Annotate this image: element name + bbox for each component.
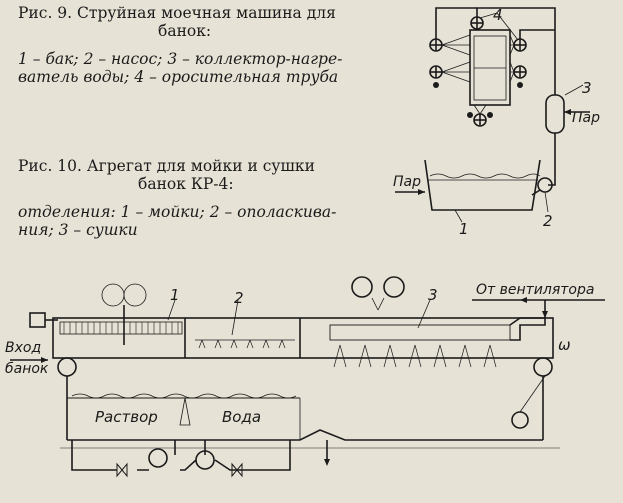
fig9-label-3: 3 — [582, 79, 592, 97]
fig9-washing-machine-diagram: 4 3 Пар Пар 1 2 — [393, 6, 600, 238]
fig10-label-3: 3 — [428, 286, 438, 304]
fig9-label-steam-right: Пар — [572, 110, 600, 126]
fig9-label-4: 4 — [493, 6, 503, 24]
fig9-label-steam-left: Пар — [393, 174, 421, 190]
fig9-legend-line1: 1 – бак; 2 – насос; 3 – коллектор-нагре- — [18, 50, 343, 68]
fig10-label-inlet-line2: банок — [5, 361, 49, 377]
fig10-label-water: Вода — [222, 408, 261, 426]
fig9-caption-line1: Рис. 9. Струйная моечная машина для — [18, 4, 336, 22]
fig9-label-1: 1 — [459, 220, 469, 238]
fig10-label-from-fan: От вентилятора — [476, 282, 594, 298]
fig10-caption-line1: Рис. 10. Агрегат для мойки и сушки — [18, 157, 315, 175]
fig9-label-2: 2 — [543, 212, 553, 230]
fig10-label-1: 1 — [170, 286, 180, 304]
fig10-label-inlet-line1: Вход — [5, 340, 41, 356]
fig10-label-omega: ω — [558, 336, 571, 354]
fig9-caption-line2: банок: — [158, 22, 212, 40]
fig9-legend-line2: ватель воды; 4 – оросительная труба — [18, 68, 339, 86]
fig10-washing-drying-unit-diagram: 1 2 3 От вентилятора Вход банок Раствор … — [5, 276, 605, 478]
fig10-label-2: 2 — [234, 289, 244, 307]
fig10-label-solution: Раствор — [95, 408, 158, 426]
fig10-legend-line2: ния; 3 – сушки — [18, 221, 138, 239]
fig10-caption-line2: банок КР-4: — [138, 175, 234, 193]
fig10-legend-line1: отделения: 1 – мойки; 2 – ополаскива- — [18, 203, 337, 221]
